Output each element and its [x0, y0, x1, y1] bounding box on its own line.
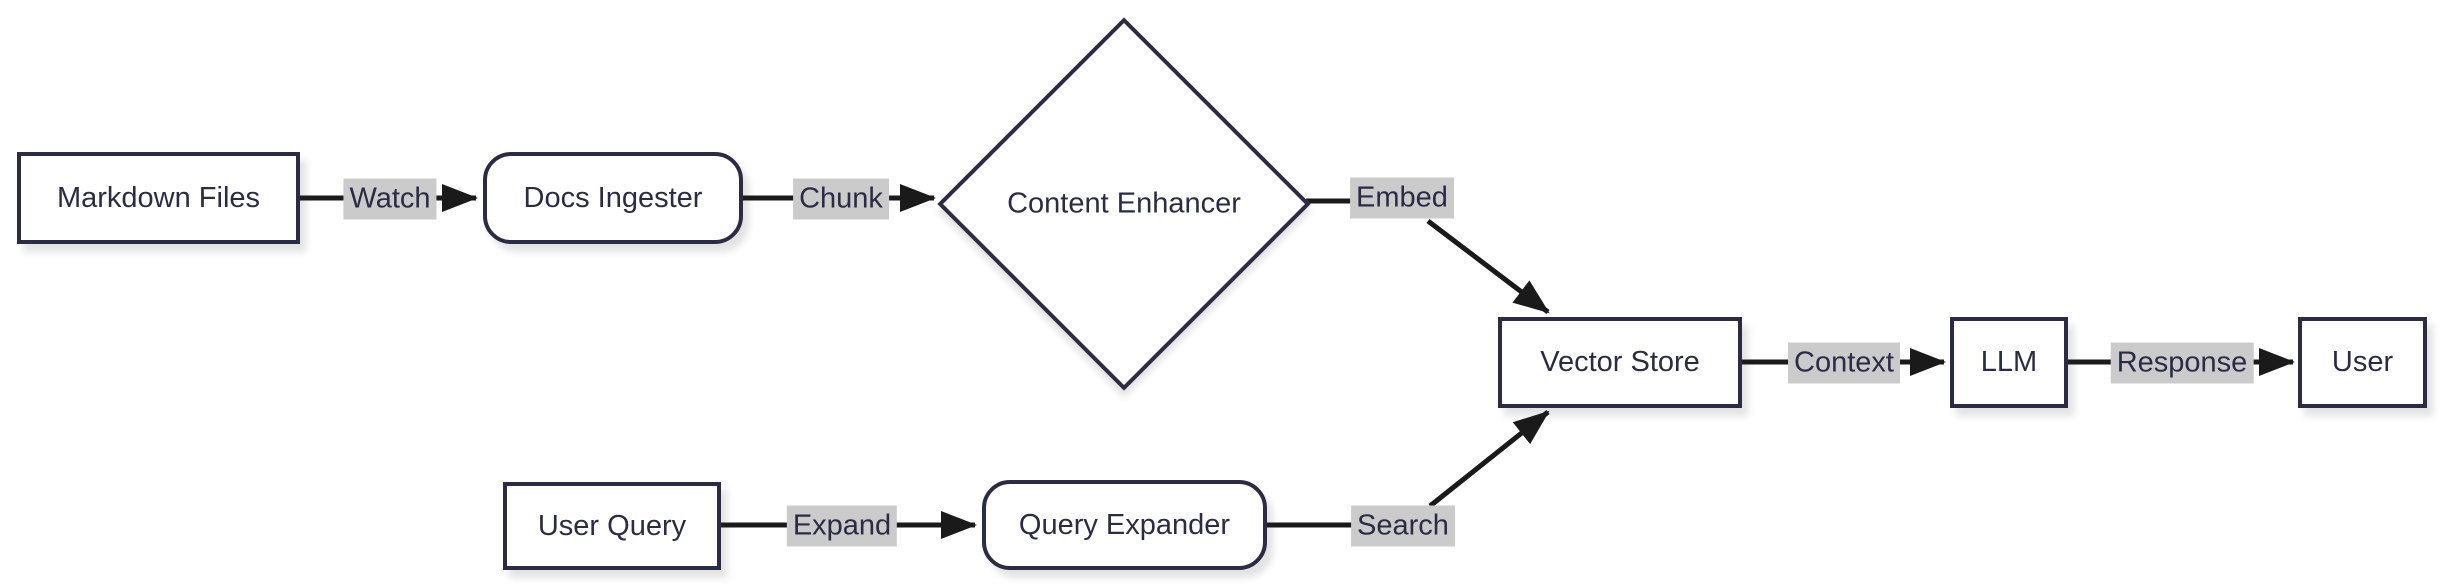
node-user-query-label: User Query [537, 509, 687, 542]
node-user-query: User Query [503, 482, 721, 570]
node-user: User [2298, 317, 2427, 408]
node-llm: LLM [1950, 317, 2068, 408]
node-vector-store-label: Vector Store [1540, 346, 1700, 379]
node-llm-label: LLM [1980, 346, 2038, 379]
node-user-label: User [2331, 346, 2394, 379]
node-docs-ingester-label: Docs Ingester [523, 181, 703, 214]
edge-label-watch: Watch [343, 178, 437, 220]
edge-label-chunk: Chunk [793, 178, 889, 220]
node-content-enhancer-label: Content Enhancer [1007, 187, 1241, 220]
edge-label-embed: Embed [1350, 177, 1454, 219]
node-query-expander-label: Query Expander [1018, 508, 1231, 541]
node-query-expander: Query Expander [982, 480, 1267, 570]
node-markdown-files-label: Markdown Files [56, 181, 261, 214]
edge-embed-arrow [1426, 219, 1550, 314]
node-markdown-files: Markdown Files [17, 152, 300, 244]
node-docs-ingester: Docs Ingester [483, 152, 743, 244]
edge-label-context: Context [1788, 342, 1900, 384]
node-vector-store: Vector Store [1498, 317, 1742, 408]
edge-search-arrow [1428, 410, 1550, 508]
edge-label-expand: Expand [786, 505, 898, 547]
edge-label-response: Response [2110, 342, 2254, 384]
edge-label-search: Search [1351, 505, 1455, 547]
